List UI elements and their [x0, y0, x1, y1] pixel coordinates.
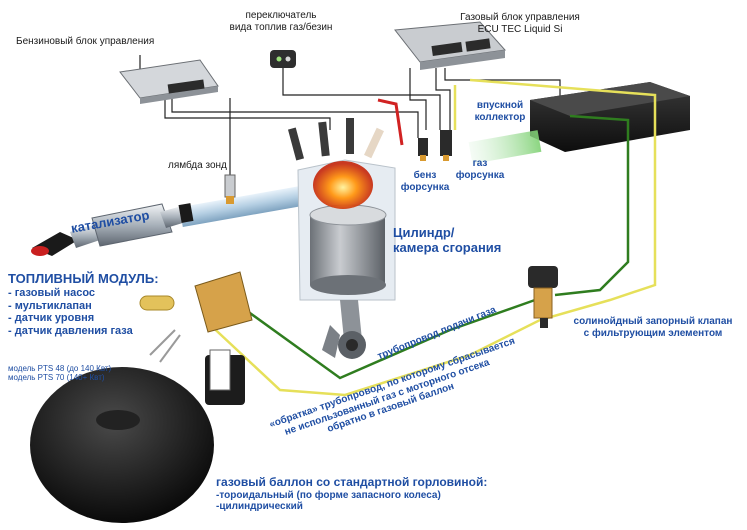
- intake-manifold: [468, 82, 690, 164]
- fuel-switch: [270, 50, 296, 68]
- gas-injector-label: газ форсунка: [455, 158, 505, 181]
- gas-ecu-label-line2: ECU TEC Liquid Si: [477, 23, 563, 35]
- petrol-ecu-unit: [119, 59, 219, 104]
- solenoid-valve: [528, 266, 558, 328]
- tank-label: газовый баллон со стандартной горловиной…: [216, 475, 488, 513]
- petrol-injector-label-line2: форсунка: [400, 181, 450, 193]
- fuel-module-title: ТОПЛИВНЫЙ МОДУЛЬ:: [8, 271, 159, 286]
- fuel-module-list: ТОПЛИВНЫЙ МОДУЛЬ: - газовый насос - муль…: [8, 271, 159, 338]
- intake-manifold-label-line2: коллектор: [474, 111, 526, 123]
- petrol-injector: [418, 138, 428, 161]
- petrol-injector-label: бенз форсунка: [400, 170, 450, 193]
- fuel-module-item: - датчик уровня: [8, 312, 95, 325]
- fuel-switch-label-line1: переключатель: [245, 10, 317, 21]
- model-line-2: модель PTS 70 (140+ Квт): [8, 373, 105, 383]
- gas-ecu-label-line1: Газовый блок управления: [460, 12, 580, 23]
- cylinder-label-line1: Цилиндр/: [393, 225, 455, 240]
- model-line-1: модель PTS 48 (до 140 Квт): [8, 364, 112, 373]
- lambda-label: лямбда зонд: [168, 160, 227, 171]
- gas-ecu-label: Газовый блок управления ECU TEC Liquid S…: [445, 12, 595, 35]
- gas-ecu-unit: [394, 21, 506, 70]
- tank-item-1: -тороидальный (по форме запасного колеса…: [216, 489, 441, 501]
- cylinder-chamber: [287, 98, 404, 359]
- intake-manifold-label-line1: впускной: [476, 100, 524, 111]
- fuel-module-item: - датчик давления газа: [8, 324, 133, 337]
- fuel-module-assembly: [139, 271, 253, 405]
- gas-tank: [30, 367, 214, 523]
- solenoid-valve-label-line1: солинойдный запорный клапан: [573, 316, 733, 327]
- gas-injector: [440, 130, 452, 161]
- gas-injector-label-line1: газ: [472, 158, 488, 169]
- model-list: модель PTS 48 (до 140 Квт) модель PTS 70…: [8, 364, 111, 382]
- cylinder-label: Цилиндр/ камера сгорания: [393, 225, 502, 256]
- petrol-ecu-label: Бензиновый блок управления: [16, 36, 155, 47]
- fuel-switch-label-line2: вида топлив газ/безин: [229, 21, 333, 33]
- fuel-module-item: - газовый насос: [8, 286, 96, 299]
- solenoid-valve-label-line2: с фильтрующим элементом: [583, 327, 723, 339]
- fuel-switch-label: переключатель вида топлив газ/безин: [222, 10, 340, 33]
- intake-manifold-label: впускной коллектор: [470, 100, 530, 123]
- lambda-sensor: [224, 174, 236, 204]
- control-wires: [139, 55, 561, 175]
- fuel-module-item: - мультиклапан: [8, 299, 92, 312]
- petrol-injector-label-line1: бенз: [413, 170, 437, 181]
- solenoid-valve-label: солинойдный запорный клапан с фильтрующи…: [568, 316, 738, 339]
- tank-item-2: -цилиндрический: [216, 501, 303, 513]
- tank-title: газовый баллон со стандартной горловиной…: [216, 475, 488, 489]
- exhaust-system: [31, 182, 321, 256]
- cylinder-label-line2: камера сгорания: [393, 239, 502, 255]
- gas-injector-label-line2: форсунка: [455, 169, 505, 181]
